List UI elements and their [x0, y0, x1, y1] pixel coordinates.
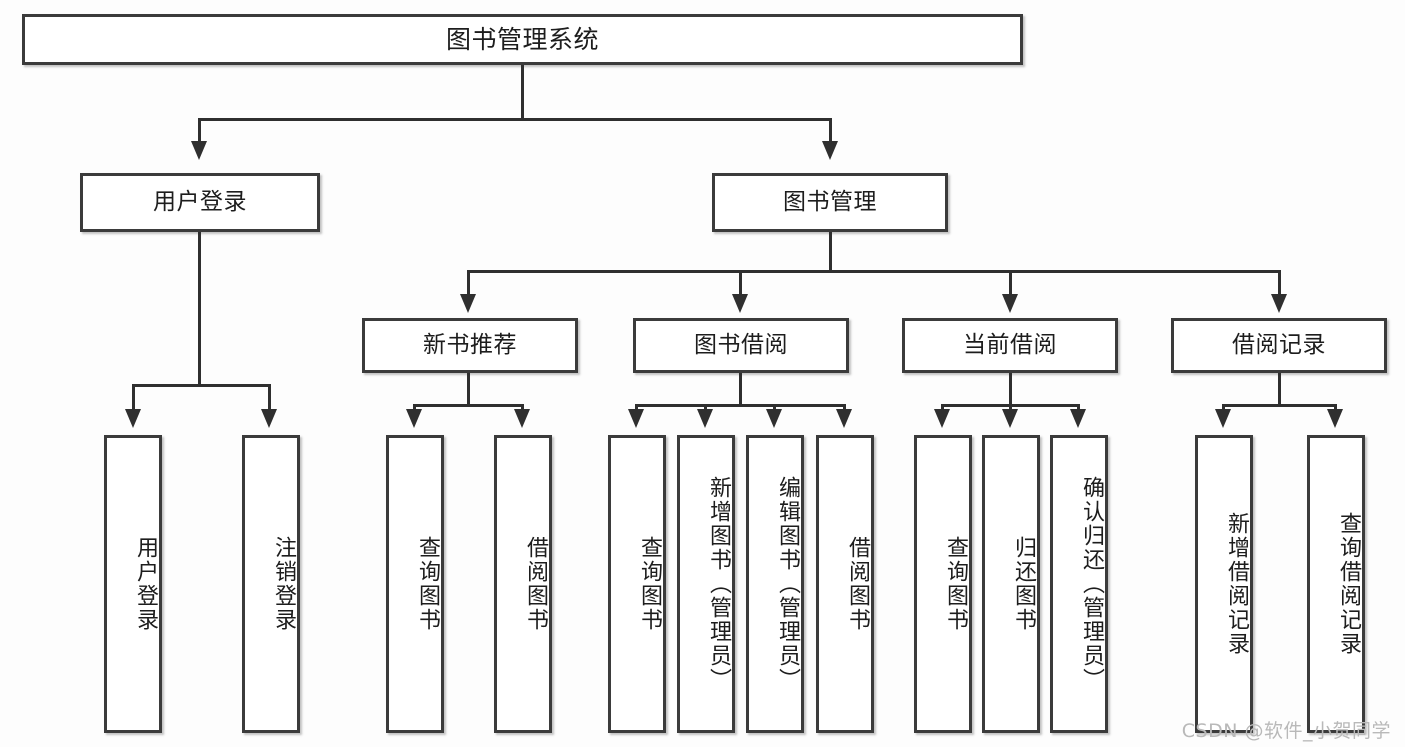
arrow-book-management-to-book-borrow: [732, 294, 748, 313]
arrow-book-borrow-to-leaf-2: [697, 409, 713, 428]
edge-book-borrow-bus: [635, 404, 846, 407]
leaf-borrow-record-add-record[interactable]: 新增借阅记录: [1195, 435, 1253, 733]
edge-borrow-record-bus: [1222, 404, 1337, 407]
edge-book-management-bus: [467, 270, 1281, 273]
edge-new-book-stem: [467, 373, 470, 404]
edge-book-management-drop-new-book: [467, 270, 470, 296]
leaf-new-book-query-book[interactable]: 查询图书: [386, 435, 444, 733]
node-new-book-recommend[interactable]: 新书推荐: [362, 318, 578, 373]
node-label: 当前借阅: [963, 331, 1057, 358]
edge-user-login-stem: [198, 232, 201, 384]
edge-root-drop-book-management: [829, 118, 832, 143]
leaf-current-borrow-return-book[interactable]: 归还图书: [982, 435, 1040, 733]
arrow-book-management-to-new-book: [460, 294, 476, 313]
arrow-current-borrow-to-leaf-1: [934, 409, 950, 428]
edge-new-book-bus: [413, 404, 524, 407]
leaf-new-book-borrow-book[interactable]: 借阅图书: [494, 435, 552, 733]
arrow-new-book-to-leaf-2: [514, 409, 530, 428]
leaf-label: 查询借阅记录: [1336, 512, 1361, 656]
leaf-label: 归还图书: [1011, 536, 1036, 632]
arrow-book-borrow-to-leaf-1: [628, 409, 644, 428]
leaf-borrow-record-query-record[interactable]: 查询借阅记录: [1307, 435, 1365, 733]
leaf-book-borrow-borrow-book[interactable]: 借阅图书: [816, 435, 874, 733]
leaf-label: 借阅图书: [845, 536, 870, 632]
node-label: 图书管理: [783, 188, 877, 215]
leaf-label: 新增图书（管理员）: [706, 476, 731, 692]
leaf-current-borrow-confirm-return-admin[interactable]: 确认归还（管理员）: [1050, 435, 1108, 733]
edge-current-borrow-stem: [1009, 373, 1012, 404]
edge-book-management-drop-current-borrow: [1009, 270, 1012, 296]
leaf-book-borrow-add-book-admin[interactable]: 新增图书（管理员）: [677, 435, 735, 733]
node-label: 用户登录: [153, 188, 247, 215]
edge-borrow-record-stem: [1278, 373, 1281, 404]
leaf-book-borrow-query-book[interactable]: 查询图书: [608, 435, 666, 733]
arrow-book-borrow-to-leaf-4: [836, 409, 852, 428]
leaf-current-borrow-query-book[interactable]: 查询图书: [914, 435, 972, 733]
leaf-label: 查询图书: [637, 536, 662, 632]
node-label: 新书推荐: [423, 331, 517, 358]
edge-book-management-drop-borrow-record: [1278, 270, 1281, 296]
arrow-root-to-user-login: [191, 141, 207, 160]
arrow-current-borrow-to-leaf-3: [1070, 409, 1086, 428]
arrow-root-to-book-management: [822, 141, 838, 160]
arrow-book-management-to-current-borrow: [1002, 294, 1018, 313]
leaf-label: 查询图书: [943, 536, 968, 632]
leaf-book-borrow-edit-book-admin[interactable]: 编辑图书（管理员）: [746, 435, 804, 733]
edge-user-login-drop-1: [132, 384, 135, 411]
leaf-user-login-logout[interactable]: 注销登录: [242, 435, 300, 733]
leaf-label: 新增借阅记录: [1224, 512, 1249, 656]
leaf-label: 查询图书: [415, 536, 440, 632]
leaf-label: 编辑图书（管理员）: [775, 476, 800, 692]
node-book-borrow[interactable]: 图书借阅: [633, 318, 849, 373]
edge-user-login-bus: [132, 384, 270, 387]
arrow-borrow-record-to-leaf-1: [1215, 409, 1231, 428]
edge-root-stem: [521, 65, 524, 118]
node-label: 图书管理系统: [445, 24, 599, 54]
arrow-current-borrow-to-leaf-2: [1002, 409, 1018, 428]
arrow-borrow-record-to-leaf-2: [1327, 409, 1343, 428]
node-current-borrow[interactable]: 当前借阅: [902, 318, 1118, 373]
edge-root-drop-user-login: [198, 118, 201, 143]
node-label: 图书借阅: [694, 331, 788, 358]
edge-root-bus: [198, 118, 832, 121]
edge-book-borrow-stem: [739, 373, 742, 404]
edge-book-management-drop-book-borrow: [739, 270, 742, 296]
node-user-login[interactable]: 用户登录: [80, 173, 320, 232]
node-root-book-management-system[interactable]: 图书管理系统: [22, 14, 1023, 65]
leaf-label: 注销登录: [271, 536, 296, 632]
leaf-label: 用户登录: [133, 536, 158, 632]
node-borrow-record[interactable]: 借阅记录: [1171, 318, 1387, 373]
leaf-user-login-login[interactable]: 用户登录: [104, 435, 162, 733]
edge-user-login-drop-2: [268, 384, 271, 411]
arrow-new-book-to-leaf-1: [406, 409, 422, 428]
arrow-user-login-to-leaf-1: [125, 409, 141, 428]
leaf-label: 借阅图书: [523, 536, 548, 632]
arrow-book-borrow-to-leaf-3: [766, 409, 782, 428]
node-label: 借阅记录: [1232, 331, 1326, 358]
arrow-user-login-to-leaf-2: [261, 409, 277, 428]
node-book-management[interactable]: 图书管理: [712, 173, 948, 232]
leaf-label: 确认归还（管理员）: [1079, 476, 1104, 692]
edge-book-management-stem: [829, 232, 832, 270]
arrow-book-management-to-borrow-record: [1271, 294, 1287, 313]
